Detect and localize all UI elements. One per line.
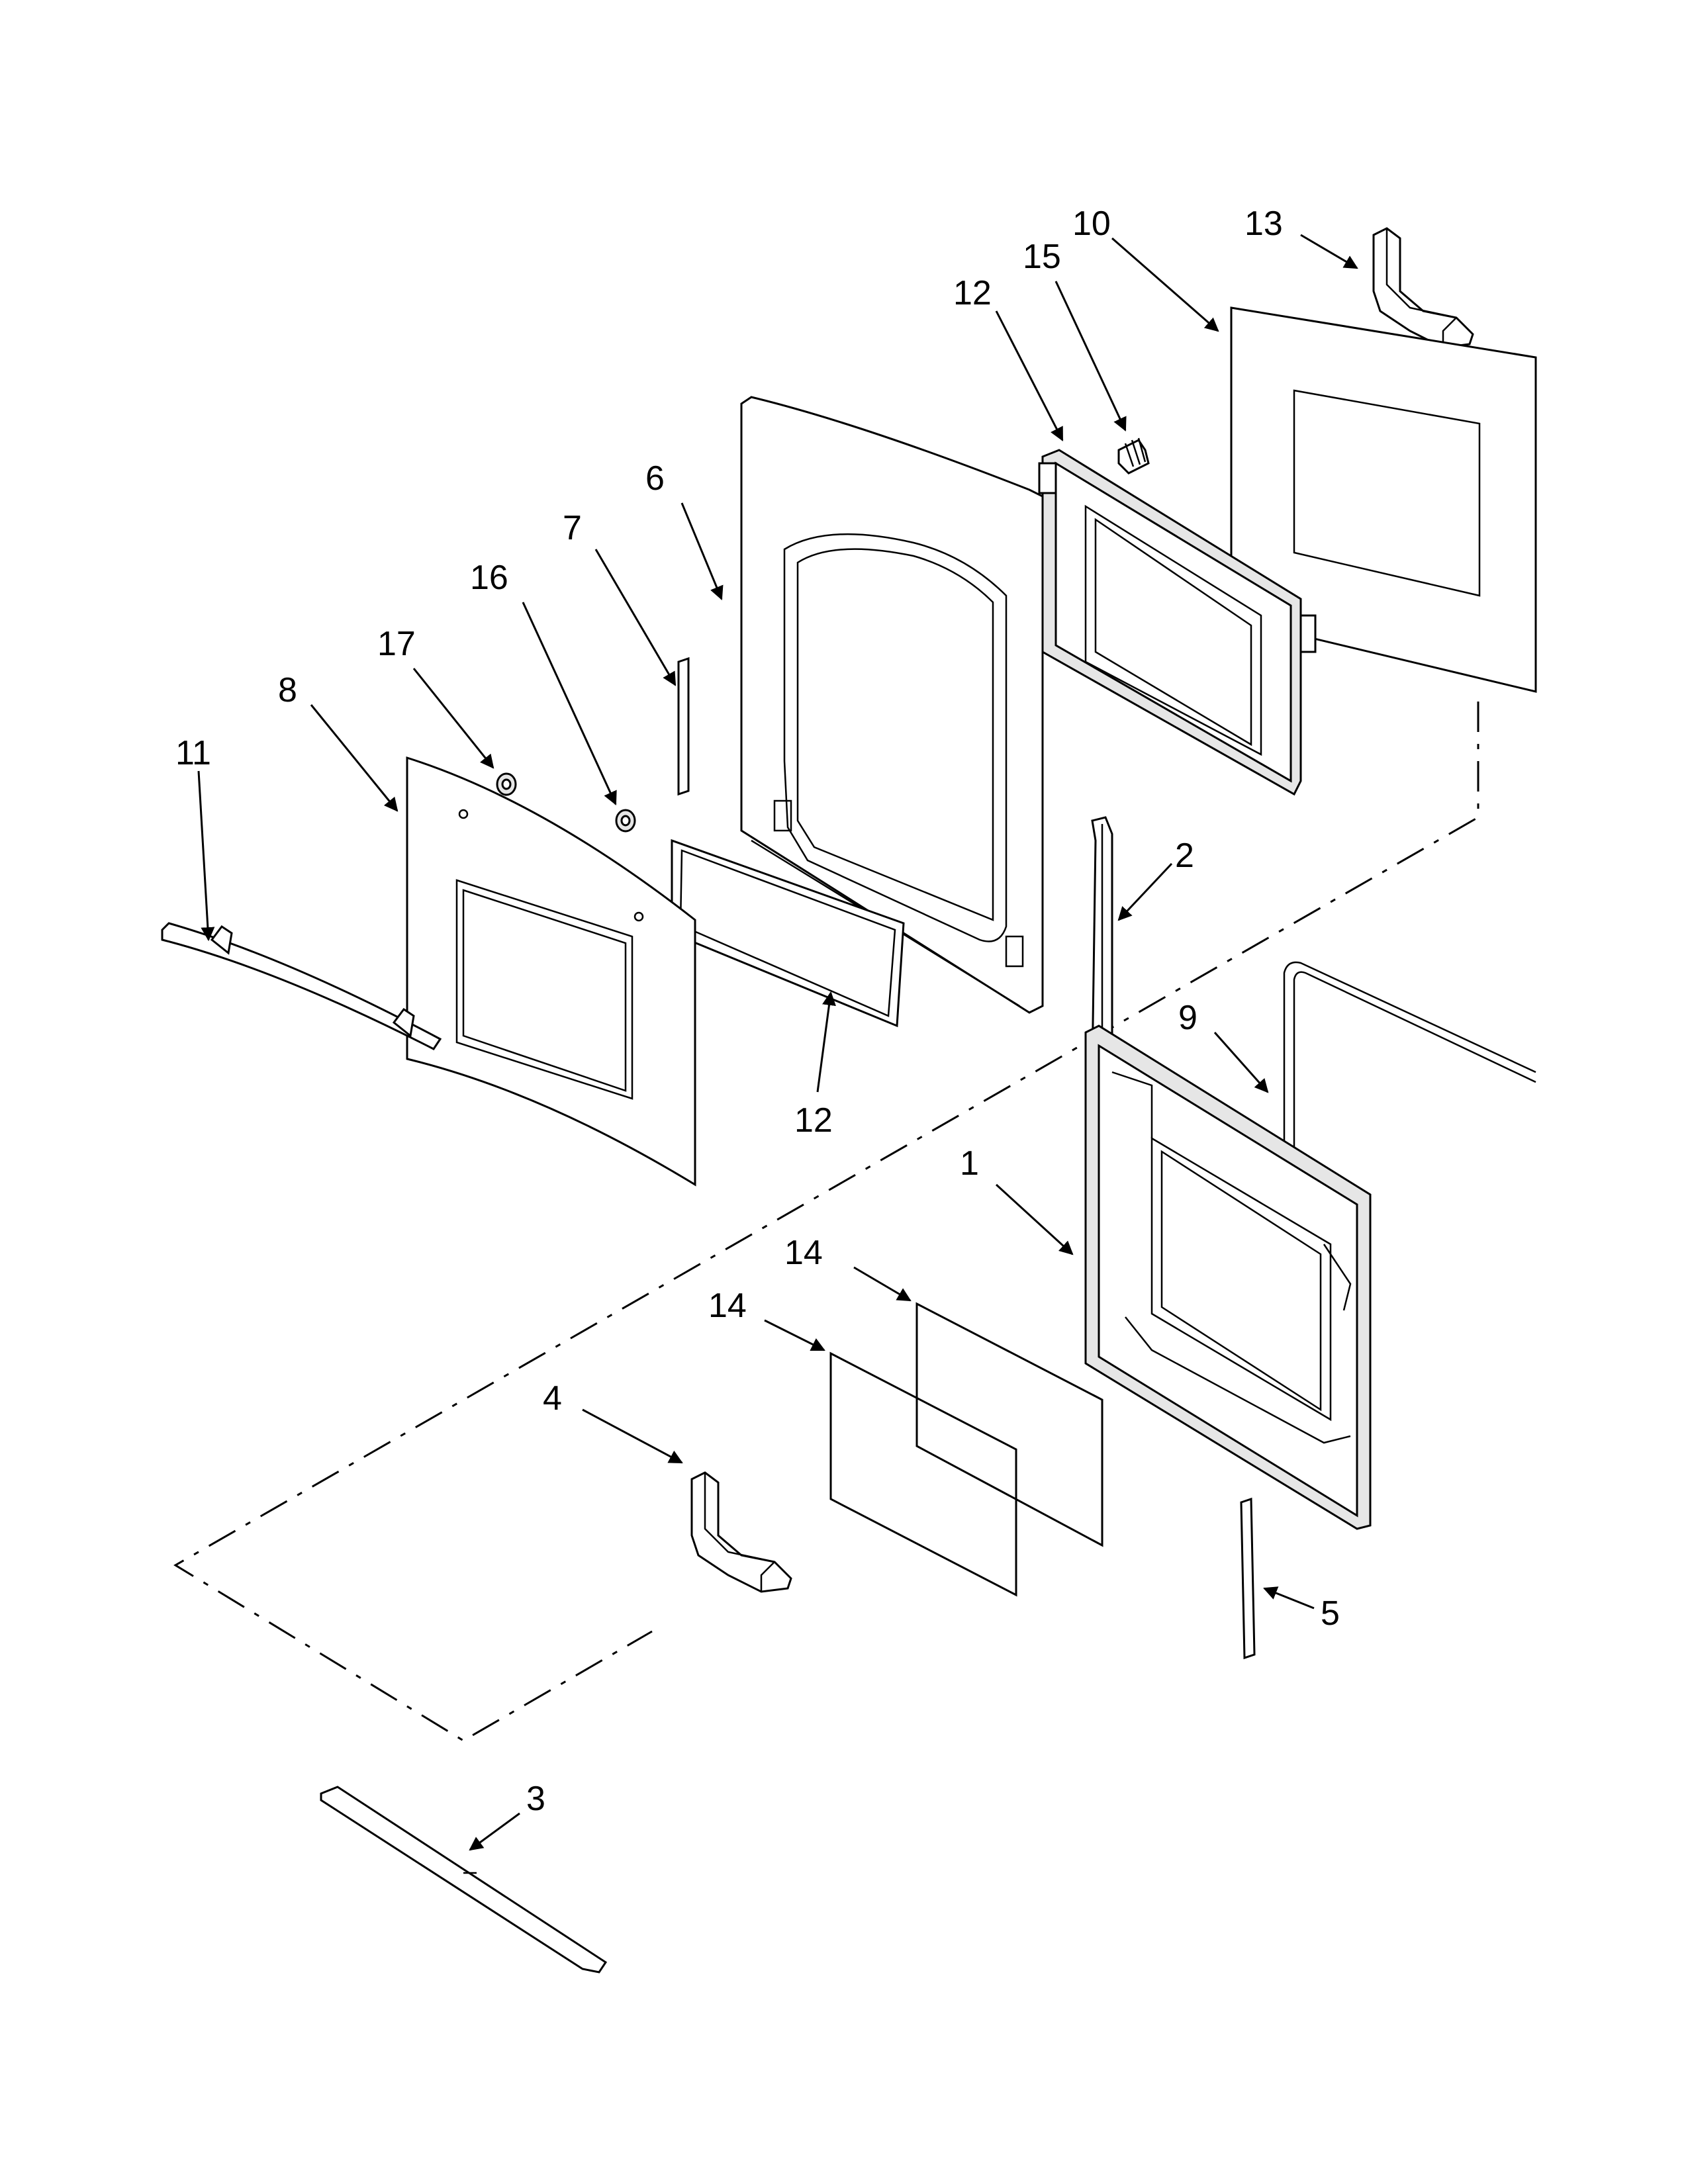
leader-15 [1055, 281, 1127, 432]
leader-3 [469, 1812, 520, 1851]
part-10-outer-glass [1230, 306, 1537, 693]
part-5-strip [1240, 1497, 1256, 1660]
callout-16: 16 [470, 559, 508, 597]
assembly-guide-lines [173, 702, 1479, 1742]
callout-9: 9 [1178, 999, 1197, 1037]
callout-14-upper: 14 [784, 1234, 823, 1272]
callout-14-lower: 14 [708, 1287, 747, 1325]
leader-6 [680, 502, 724, 600]
callout-11: 11 [175, 734, 211, 772]
callout-15: 15 [1023, 238, 1061, 276]
leader-lines [197, 234, 1358, 1851]
part-14-glass-front [829, 1351, 1017, 1597]
leader-12-lower [816, 991, 836, 1093]
callout-10: 10 [1072, 205, 1111, 243]
callout-13: 13 [1244, 205, 1283, 243]
leader-2 [1117, 862, 1173, 921]
callout-1: 1 [960, 1144, 979, 1183]
part-12-inner-frame [1038, 449, 1317, 796]
leader-12-upper [995, 310, 1064, 441]
part-15-screw [1117, 437, 1150, 475]
part-1-inner-door [1084, 1024, 1372, 1530]
callout-2: 2 [1175, 837, 1194, 875]
callout-12-upper: 12 [953, 274, 992, 312]
callout-12-lower: 12 [794, 1101, 833, 1140]
part-7-strip [677, 657, 690, 796]
callout-8: 8 [278, 671, 297, 709]
part-9-gasket [1283, 961, 1536, 1185]
leader-7 [594, 549, 677, 686]
callout-4: 4 [543, 1379, 562, 1418]
part-6-door-liner [740, 396, 1044, 1014]
callout-labels: 1 2 3 4 5 6 7 8 9 10 11 12 12 13 14 14 1… [175, 205, 1340, 1818]
callout-17: 17 [377, 625, 416, 663]
part-8-outer-door-panel [406, 756, 696, 1187]
leader-5 [1263, 1586, 1315, 1610]
part-13-hinge-bracket [1372, 227, 1474, 349]
leader-4 [582, 1408, 683, 1464]
leader-13 [1300, 234, 1358, 269]
part-3-bottom-trim [320, 1786, 608, 1974]
part-17-nut [496, 772, 517, 796]
leader-11 [197, 770, 215, 942]
callout-5: 5 [1321, 1594, 1340, 1633]
leader-14-upper [853, 1266, 912, 1302]
leader-10 [1111, 237, 1219, 332]
part-4-hinge-bracket [690, 1471, 792, 1593]
callout-6: 6 [645, 459, 665, 498]
part-16-nut [615, 809, 636, 833]
leader-1 [995, 1183, 1074, 1255]
leader-8 [310, 704, 399, 812]
leader-9 [1213, 1032, 1269, 1093]
callout-7: 7 [563, 509, 582, 547]
leader-16 [522, 602, 617, 805]
leader-14-lower [764, 1319, 825, 1351]
callout-3: 3 [526, 1780, 545, 1818]
leader-17 [412, 668, 494, 769]
part-11-handle [161, 922, 442, 1050]
